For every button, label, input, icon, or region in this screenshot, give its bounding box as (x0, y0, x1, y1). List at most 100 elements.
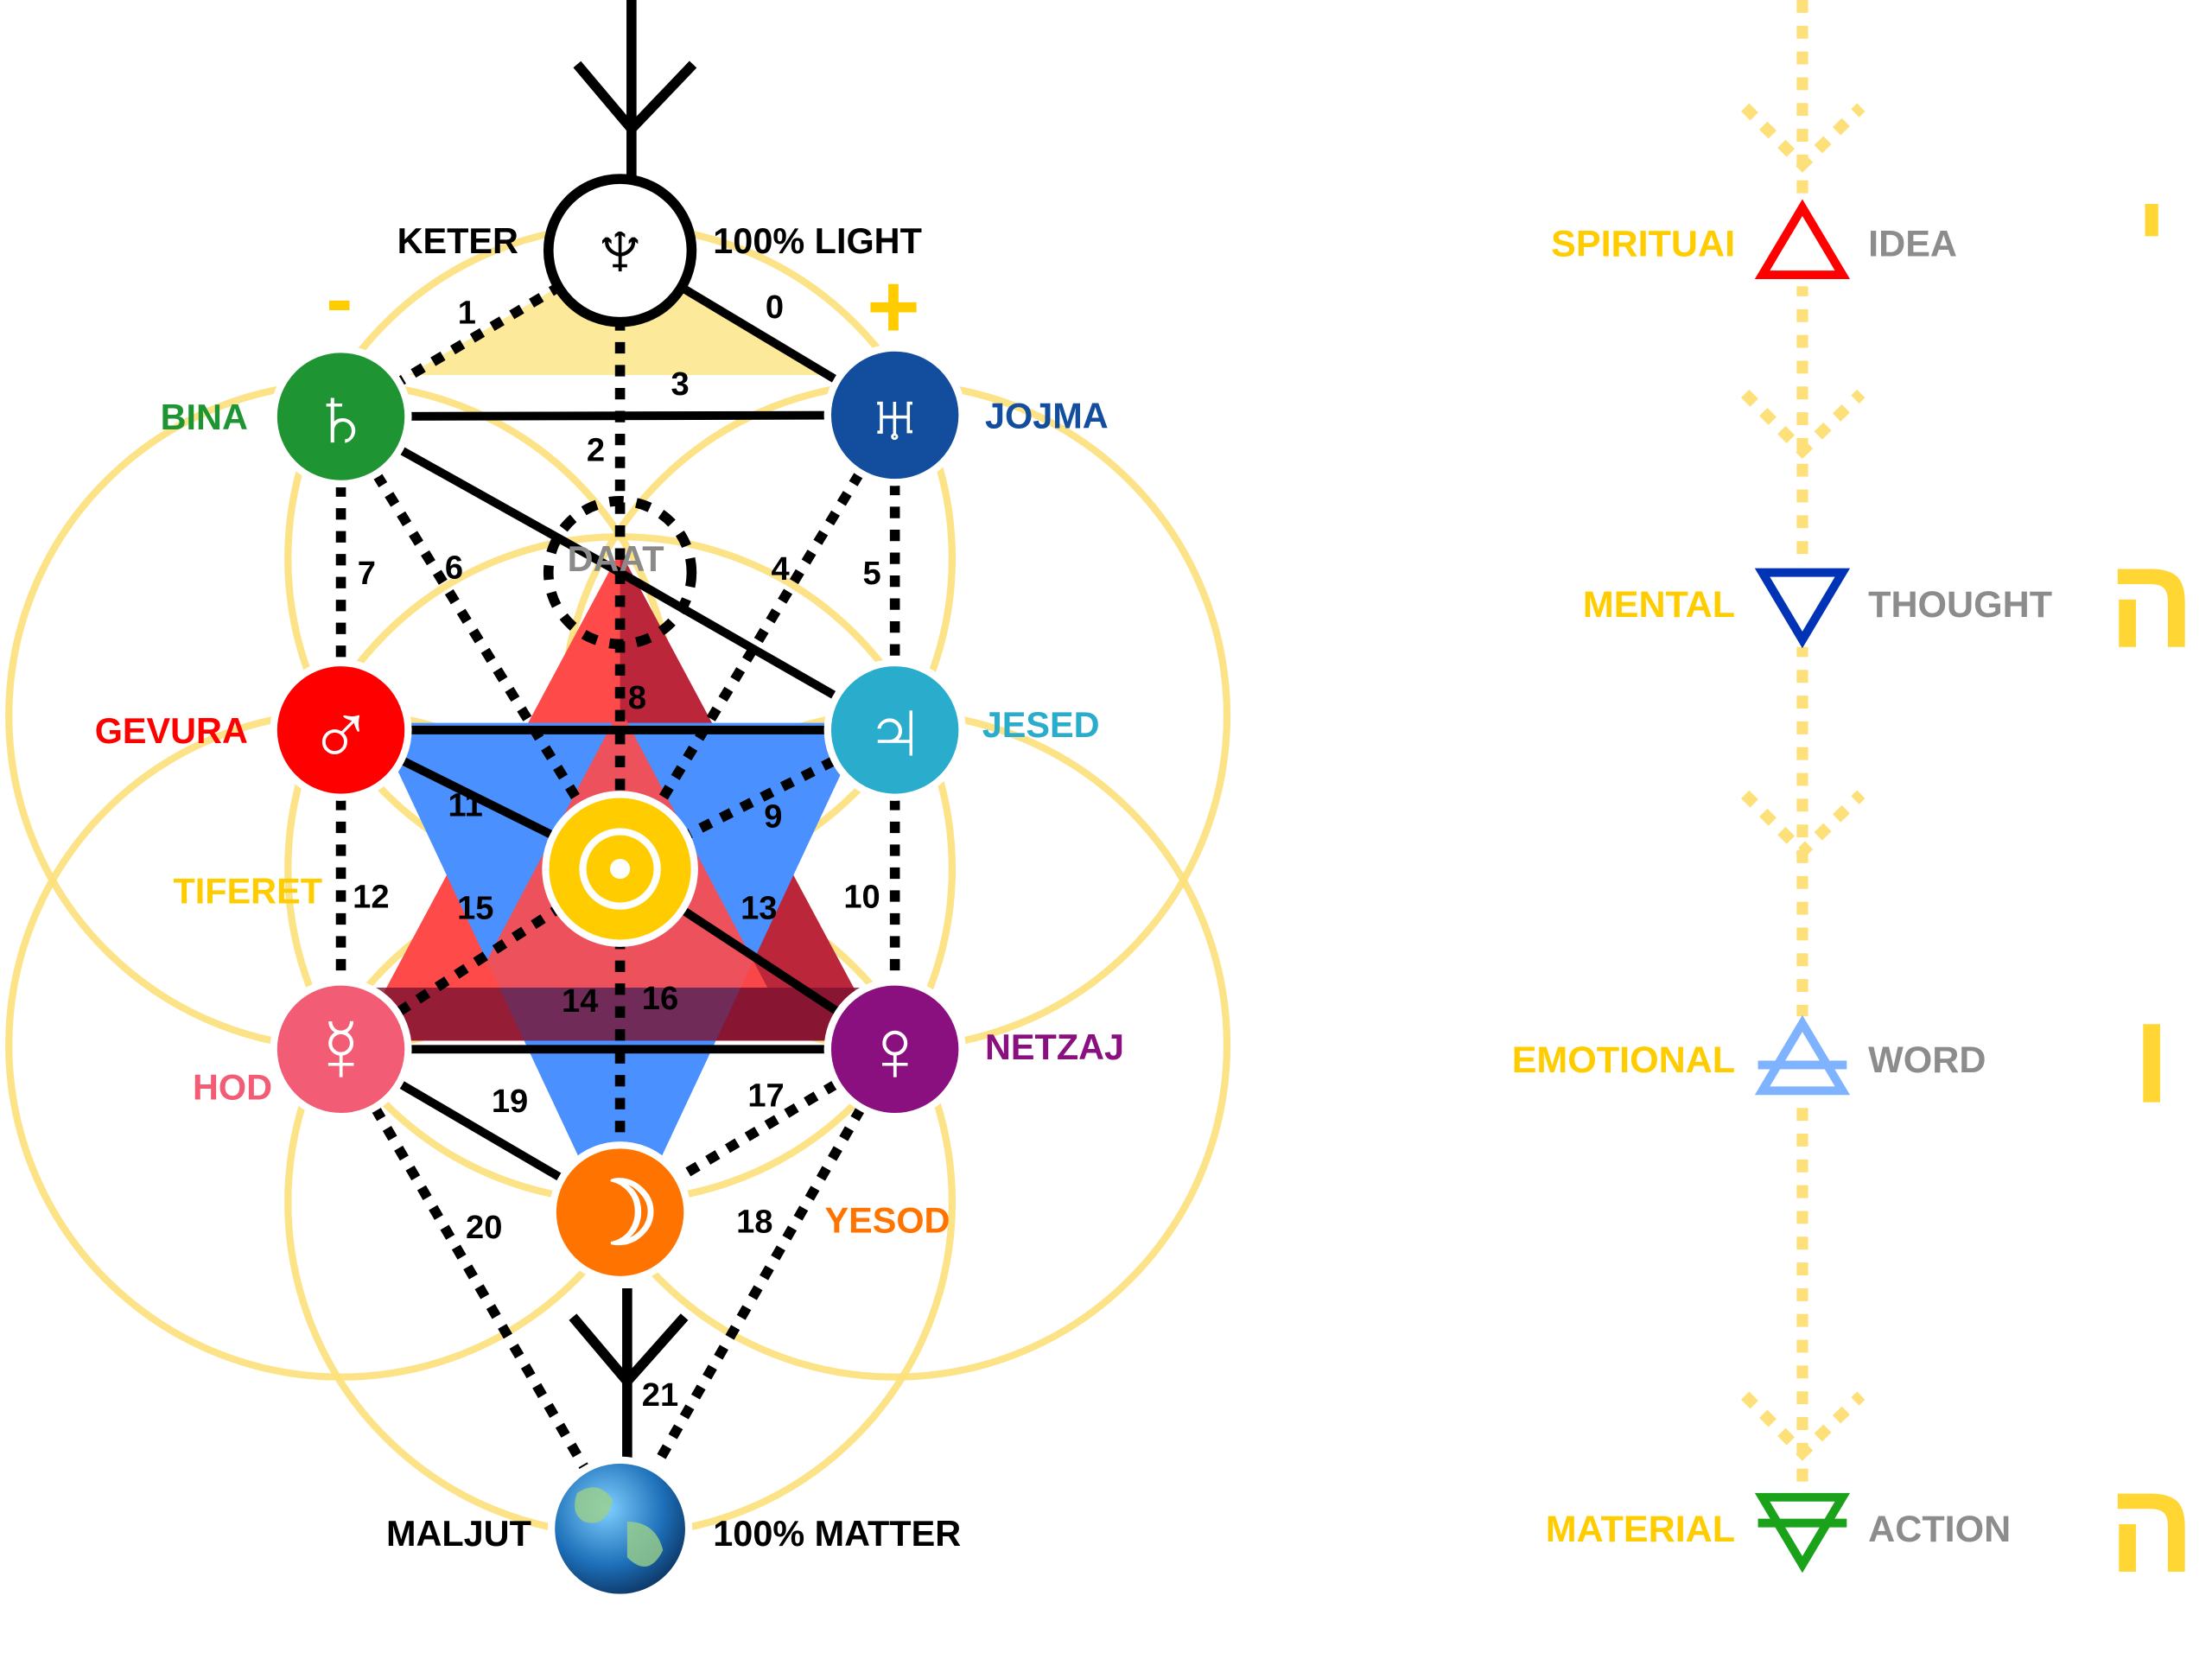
path-number: 14 (562, 983, 598, 1020)
plane-label: EMOTIONAL (1512, 1039, 1735, 1081)
plus-sign: + (867, 256, 920, 358)
chevron-down-icon (1740, 103, 1866, 173)
sefira-daat (543, 496, 697, 650)
aspect-label: WORD (1868, 1039, 1986, 1081)
sun-dot (609, 858, 631, 880)
venus-icon: ♀ (861, 1001, 928, 1100)
hebrew-letter: י (2137, 174, 2167, 286)
dotted-path (615, 412, 899, 872)
path-number: 8 (628, 680, 646, 716)
chevron-down-icon (1740, 790, 1866, 860)
label-bina: BINA (161, 397, 248, 437)
sefira-circle (270, 658, 412, 801)
dotted-path (336, 414, 625, 872)
labels: KETER BINA JOJMA DAAT GEVURA JESED TIFERET HOD N… (95, 221, 1124, 1554)
plane-row: EMOTIONAL WORD ו (1512, 986, 2171, 1130)
path-number: 17 (747, 1078, 784, 1115)
sefira-circle (823, 658, 966, 801)
sun-icon (579, 828, 661, 910)
sefira-circle (823, 344, 966, 486)
plane-label: SPIRITUAI (1551, 224, 1735, 265)
label-jojma: JOJMA (985, 396, 1109, 435)
sefira-keter: ♆ (543, 174, 697, 327)
moon-icon: ☽ (581, 1164, 660, 1263)
hebrew-letter: ה (2108, 1455, 2196, 1599)
water-triangle-icon (1754, 568, 1851, 649)
path-number: 21 (642, 1377, 678, 1414)
sefira-hod: ☿ (270, 978, 412, 1121)
neptune-trident-icon: ♆ (586, 197, 655, 299)
mars-icon: ♂ (308, 681, 374, 780)
path-number: 2 (587, 432, 605, 468)
uranus-icon: ♅ (861, 366, 928, 466)
air-triangle-icon (1754, 1014, 1851, 1096)
sefira-circle (549, 1141, 691, 1284)
path-number: 7 (358, 556, 376, 592)
label-tiferet: TIFERET (173, 871, 322, 911)
label-hod: HOD (193, 1067, 272, 1107)
sefirot: ♆ ♄ ♅ ♂ ♃ ☿ ♀ ☽ (270, 174, 966, 1601)
path-number: 13 (741, 891, 777, 927)
path-number: 20 (466, 1210, 502, 1246)
dotted-path (615, 1046, 899, 1532)
sefira-circle (823, 978, 966, 1121)
saturn-icon: ♄ (308, 368, 374, 467)
path-number: 11 (448, 787, 483, 823)
plane-row: SPIRITUAI IDEA י (1551, 174, 2167, 286)
plane-label: MATERIAL (1546, 1509, 1735, 1550)
matter-label: 100% MATTER (713, 1514, 961, 1554)
path-number: 5 (863, 556, 881, 592)
plane-row: MATERIAL ACTION ה (1546, 1455, 2196, 1599)
aspect-label: ACTION (1868, 1509, 2011, 1550)
chevron-down-icon (1740, 1391, 1866, 1461)
path-number: 18 (736, 1204, 772, 1240)
path-number: 15 (457, 891, 493, 927)
minus-sign: - (326, 254, 353, 344)
planes-column: SPIRITUAI IDEA י MENTAL THOUGHT ה EMOTIONAL WOR… (1512, 0, 2196, 1599)
plane-row: MENTAL THOUGHT ה (1583, 531, 2196, 675)
path-number: 12 (353, 879, 389, 915)
earth-globe-icon (547, 1456, 693, 1601)
path-number: 4 (772, 551, 790, 588)
path-number: 9 (764, 799, 782, 836)
jupiter-icon: ♃ (861, 681, 928, 780)
chevron-down-icon (1740, 389, 1866, 460)
hebrew-letter: ו (2133, 986, 2171, 1130)
sefira-circle (270, 346, 412, 488)
path-number: 0 (766, 289, 784, 326)
dashed-circle-icon (543, 496, 697, 650)
path-number: 3 (671, 366, 690, 403)
label-keter: KETER (397, 221, 518, 261)
continent-shape (575, 1487, 664, 1567)
sefira-jojma: ♅ (823, 344, 966, 486)
mercury-icon: ☿ (308, 1001, 374, 1100)
earth-triangle-icon (1754, 1492, 1851, 1573)
path-number: 19 (492, 1084, 528, 1120)
label-jesed: JESED (982, 705, 1100, 745)
light-label: 100% LIGHT (713, 221, 922, 261)
label-daat: DAAT (568, 539, 664, 579)
aspect-label: THOUGHT (1868, 584, 2052, 626)
path-number: 16 (642, 981, 678, 1017)
sefira-jesed: ♃ (823, 658, 966, 801)
sefira-netzaj: ♀ (823, 978, 966, 1121)
sefira-bina: ♄ (270, 346, 412, 488)
sefira-yesod: ☽ (549, 1141, 691, 1284)
sefira-tiferet (542, 791, 698, 947)
sefira-maljut (547, 1456, 693, 1601)
path-number: 10 (843, 879, 880, 915)
label-netzaj: NETZAJ (985, 1027, 1124, 1067)
dotted-path (336, 1046, 625, 1532)
path-number: 6 (445, 550, 463, 586)
label-gevura: GEVURA (95, 711, 248, 751)
bottom-fork-icon (569, 1313, 689, 1389)
hebrew-letter: ה (2108, 531, 2196, 675)
sefira-gevura: ♂ (270, 658, 412, 801)
label-maljut: MALJUT (386, 1514, 531, 1554)
fire-triangle-icon (1754, 199, 1851, 280)
path-number: 1 (458, 295, 476, 331)
label-yesod: YESOD (824, 1200, 950, 1240)
aspect-label: IDEA (1868, 224, 1957, 265)
plane-label: MENTAL (1583, 584, 1735, 626)
